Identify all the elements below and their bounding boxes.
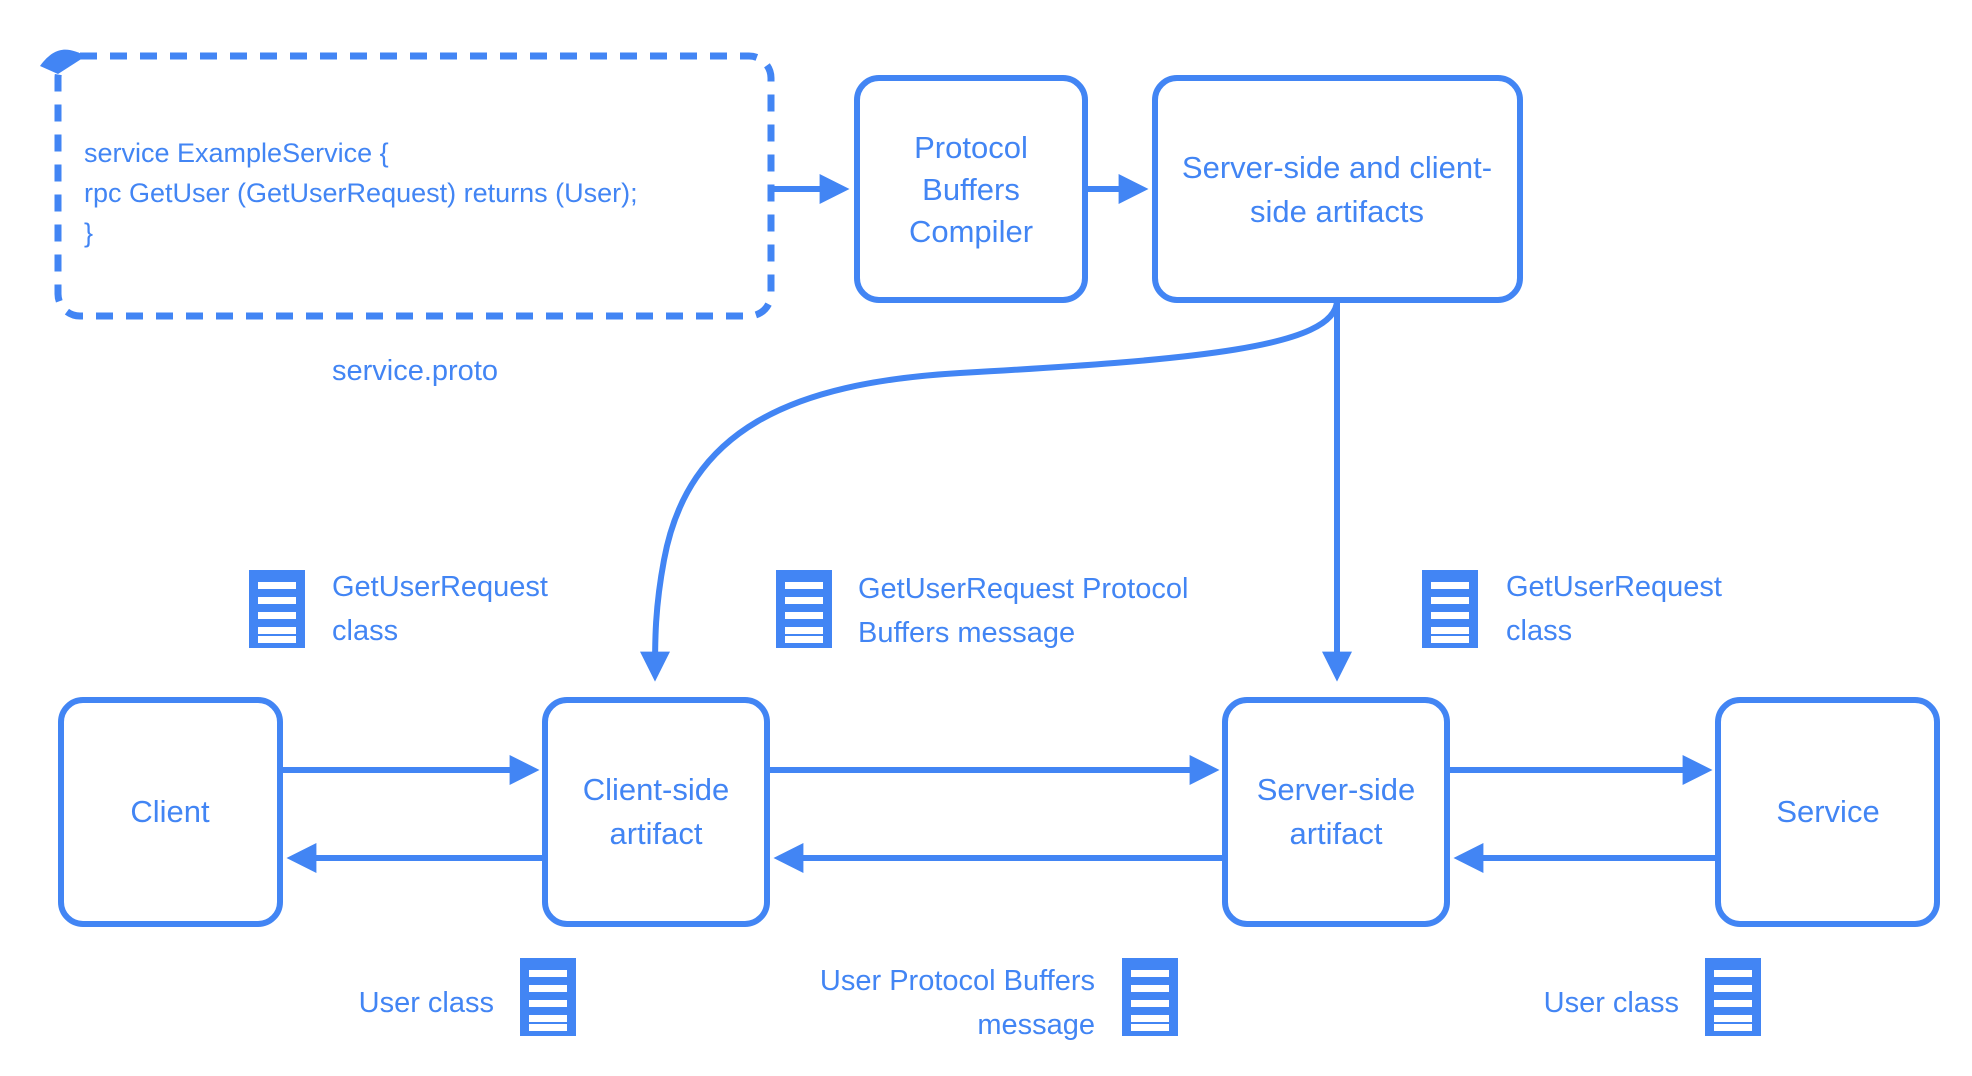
proto-file-node[interactable]: service ExampleService { rpc GetUser (Ge… bbox=[40, 49, 775, 320]
node-compiler[interactable]: Protocol Buffers Compiler bbox=[854, 75, 1088, 303]
service-box bbox=[1715, 697, 1940, 927]
document-icon bbox=[520, 958, 576, 1036]
proto-code-line-0: service ExampleService { bbox=[84, 138, 389, 168]
compiler-label-0: Protocol bbox=[914, 130, 1028, 165]
node-server-artifact[interactable]: Server-side artifact bbox=[1222, 697, 1450, 927]
proto-code-line-1: rpc GetUser (GetUserRequest) returns (Us… bbox=[84, 178, 638, 208]
annotation-wire-user-message: User Protocol Buffers message bbox=[820, 958, 1178, 1041]
compiler-label-1: Buffers bbox=[922, 172, 1020, 207]
document-icon bbox=[1422, 570, 1478, 648]
annotation-server-user-class: User class bbox=[1544, 958, 1761, 1036]
annotation-line-1: class bbox=[1506, 615, 1572, 647]
document-icon bbox=[776, 570, 832, 648]
annotation-line-0: GetUserRequest bbox=[1506, 571, 1722, 603]
annotation-wire-request-message: GetUserRequest Protocol Buffers message bbox=[776, 570, 1188, 649]
server-artifact-box bbox=[1222, 697, 1450, 927]
client-artifact-label-1: artifact bbox=[609, 816, 702, 851]
node-artifacts[interactable]: Server-side and client- side artifacts bbox=[1152, 75, 1523, 303]
annotation-line-1: class bbox=[332, 615, 398, 647]
client-artifact-label-0: Client-side bbox=[583, 772, 729, 807]
annotation-line-1: Buffers message bbox=[858, 617, 1075, 649]
connector-artifacts-to-client-artifact bbox=[640, 299, 1340, 682]
node-service[interactable]: Service bbox=[1715, 697, 1940, 927]
node-client-artifact[interactable]: Client-side artifact bbox=[542, 697, 770, 927]
client-box bbox=[58, 697, 283, 927]
annotation-line-0: GetUserRequest bbox=[332, 571, 548, 603]
annotation-server-request-class: GetUserRequest class bbox=[1422, 570, 1722, 648]
annotation-line-0: GetUserRequest Protocol bbox=[858, 573, 1188, 605]
compiler-label-2: Compiler bbox=[909, 214, 1033, 249]
proto-file-caption: service.proto bbox=[332, 355, 498, 387]
annotation-client-request-class: GetUserRequest class bbox=[249, 570, 548, 648]
client-label-0: Client bbox=[130, 794, 210, 829]
node-client[interactable]: Client bbox=[58, 697, 283, 927]
client-artifact-box bbox=[542, 697, 770, 927]
annotation-line-1: message bbox=[977, 1009, 1095, 1041]
artifacts-label-1: side artifacts bbox=[1250, 194, 1424, 229]
document-icon bbox=[1705, 958, 1761, 1036]
server-artifact-label-1: artifact bbox=[1289, 816, 1382, 851]
document-fold-icon bbox=[40, 49, 86, 74]
annotation-line-0: User Protocol Buffers bbox=[820, 965, 1095, 997]
server-artifact-label-0: Server-side bbox=[1257, 772, 1416, 807]
annotation-line-0: User class bbox=[1544, 987, 1679, 1019]
document-icon bbox=[1122, 958, 1178, 1036]
document-icon bbox=[249, 570, 305, 648]
annotation-client-user-class: User class bbox=[359, 958, 576, 1036]
artifacts-box bbox=[1152, 75, 1523, 303]
service-label-0: Service bbox=[1776, 794, 1879, 829]
annotation-line-0: User class bbox=[359, 987, 494, 1019]
proto-code-line-2: } bbox=[84, 218, 93, 248]
artifacts-label-0: Server-side and client- bbox=[1182, 150, 1492, 185]
